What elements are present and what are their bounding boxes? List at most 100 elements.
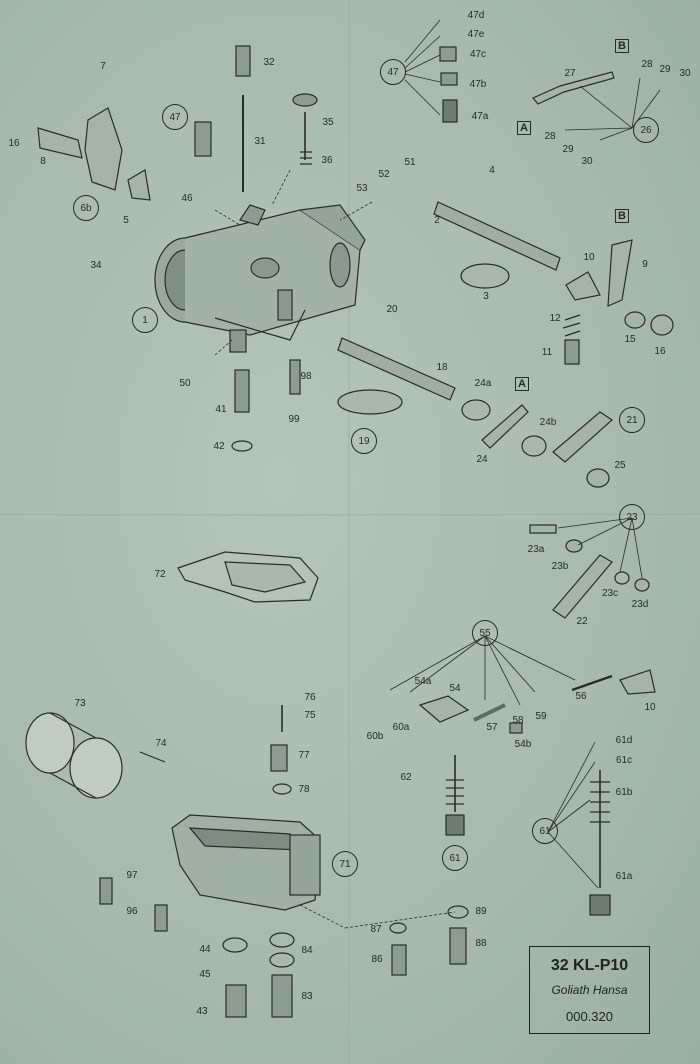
part-label-83: 83 bbox=[301, 991, 313, 1002]
part-label-22: 22 bbox=[576, 616, 588, 627]
part-label-32: 32 bbox=[263, 57, 275, 68]
shaft-2-shape bbox=[433, 201, 561, 289]
paper-fold-vertical bbox=[348, 0, 350, 1064]
part-label-60b: 60b bbox=[366, 731, 384, 742]
part-label-23b: 23b bbox=[551, 561, 569, 572]
part-label-54: 54 bbox=[449, 683, 461, 694]
part-label-56: 56 bbox=[575, 691, 587, 702]
part-label-18: 18 bbox=[436, 362, 448, 373]
paper-fold-horizontal bbox=[0, 514, 700, 517]
part-label-72: 72 bbox=[154, 569, 166, 580]
callout-23: 23 bbox=[619, 504, 645, 530]
part-label-61c: 61c bbox=[615, 755, 633, 766]
part-label-25: 25 bbox=[614, 460, 626, 471]
float-bowl-shape bbox=[171, 814, 321, 911]
part-label-98: 98 bbox=[300, 371, 312, 382]
part-label-59: 59 bbox=[535, 711, 547, 722]
callout-61-right: 61 bbox=[532, 818, 558, 844]
part-label-34: 34 bbox=[90, 260, 102, 271]
part-label-97: 97 bbox=[126, 870, 138, 881]
part-label-77: 77 bbox=[298, 750, 310, 761]
part-label-54a: 54a bbox=[414, 676, 432, 687]
part-label-30-top: 30 bbox=[679, 68, 691, 79]
part-label-24: 24 bbox=[476, 454, 488, 465]
part-label-28-top: 28 bbox=[641, 59, 653, 70]
part-label-47e: 47e bbox=[467, 29, 485, 40]
part-label-20: 20 bbox=[386, 304, 398, 315]
part-label-27: 27 bbox=[564, 68, 576, 79]
part-label-89: 89 bbox=[475, 906, 487, 917]
callout-47-top: 47 bbox=[380, 59, 406, 85]
part-label-11: 11 bbox=[541, 347, 553, 358]
part-label-29-top: 29 bbox=[659, 64, 671, 75]
box-letter-b-top: B bbox=[615, 39, 629, 53]
shaft-18-shape bbox=[337, 337, 456, 401]
part-label-44: 44 bbox=[199, 944, 211, 955]
part-label-47a: 47a bbox=[471, 111, 489, 122]
part-label-96: 96 bbox=[126, 906, 138, 917]
part-label-7: 7 bbox=[100, 61, 106, 72]
part-label-61a: 61a bbox=[615, 871, 633, 882]
part-label-10-bottom: 10 bbox=[644, 702, 656, 713]
part-label-5: 5 bbox=[123, 215, 129, 226]
part-label-3: 3 bbox=[483, 291, 489, 302]
part-label-52: 52 bbox=[378, 169, 390, 180]
callout-1: 1 bbox=[132, 307, 158, 333]
part-label-74: 74 bbox=[155, 738, 167, 749]
part-label-24a: 24a bbox=[474, 378, 492, 389]
callout-21: 21 bbox=[619, 407, 645, 433]
box-letter-b-mid: B bbox=[615, 209, 629, 223]
callout-71: 71 bbox=[332, 851, 358, 877]
part-label-51: 51 bbox=[404, 157, 416, 168]
drawing-number: 000.320 bbox=[566, 1008, 613, 1024]
part-label-86: 86 bbox=[371, 954, 383, 965]
part-label-78: 78 bbox=[298, 784, 310, 795]
part-label-8: 8 bbox=[40, 156, 46, 167]
callout-26: 26 bbox=[633, 117, 659, 143]
part-label-45: 45 bbox=[199, 969, 211, 980]
box-letter-a-top: A bbox=[517, 121, 531, 135]
part-label-42: 42 bbox=[213, 441, 225, 452]
part-label-2: 2 bbox=[434, 215, 440, 226]
part-label-76: 76 bbox=[304, 692, 316, 703]
part-label-4: 4 bbox=[489, 165, 495, 176]
part-label-16-right: 16 bbox=[654, 346, 666, 357]
part-label-35: 35 bbox=[322, 117, 334, 128]
part-label-47d: 47d bbox=[467, 10, 485, 21]
callout-6b: 6b bbox=[73, 195, 99, 221]
carburetor-body-shape bbox=[154, 204, 366, 353]
part-label-58: 58 bbox=[512, 715, 524, 726]
part-label-9: 9 bbox=[642, 259, 648, 270]
model-number: 32 KL-P10 bbox=[550, 956, 629, 974]
part-label-47b: 47b bbox=[469, 79, 487, 90]
part-label-24b: 24b bbox=[539, 417, 557, 428]
part-label-41: 41 bbox=[215, 404, 227, 415]
part-label-16-left: 16 bbox=[8, 138, 20, 149]
part-label-28-bottom: 28 bbox=[544, 131, 556, 142]
callout-55: 55 bbox=[472, 620, 498, 646]
part-label-43: 43 bbox=[196, 1006, 208, 1017]
part-label-73: 73 bbox=[74, 698, 86, 709]
air-filter-73-shape bbox=[25, 712, 123, 799]
part-label-54b: 54b bbox=[514, 739, 532, 750]
callout-47-left: 47 bbox=[162, 104, 188, 130]
part-label-99: 99 bbox=[288, 414, 300, 425]
part-label-50: 50 bbox=[179, 378, 191, 389]
part-label-12: 12 bbox=[549, 313, 561, 324]
part-label-62: 62 bbox=[400, 772, 412, 783]
part-label-61d: 61d bbox=[615, 735, 633, 746]
part-label-23c: 23c bbox=[601, 588, 619, 599]
part-label-47c: 47c bbox=[469, 49, 487, 60]
part-label-23a: 23a bbox=[527, 544, 545, 555]
part-label-15: 15 bbox=[624, 334, 636, 345]
part-label-61b: 61b bbox=[615, 787, 633, 798]
part-47-shape bbox=[194, 121, 212, 157]
part-label-60a: 60a bbox=[392, 722, 410, 733]
part-label-75: 75 bbox=[304, 710, 316, 721]
part-label-30-bottom: 30 bbox=[581, 156, 593, 167]
part-label-10-top: 10 bbox=[583, 252, 595, 263]
title-block: 32 KL-P10 Goliath Hansa 000.320 bbox=[529, 946, 650, 1034]
part-label-23d: 23d bbox=[631, 599, 649, 610]
